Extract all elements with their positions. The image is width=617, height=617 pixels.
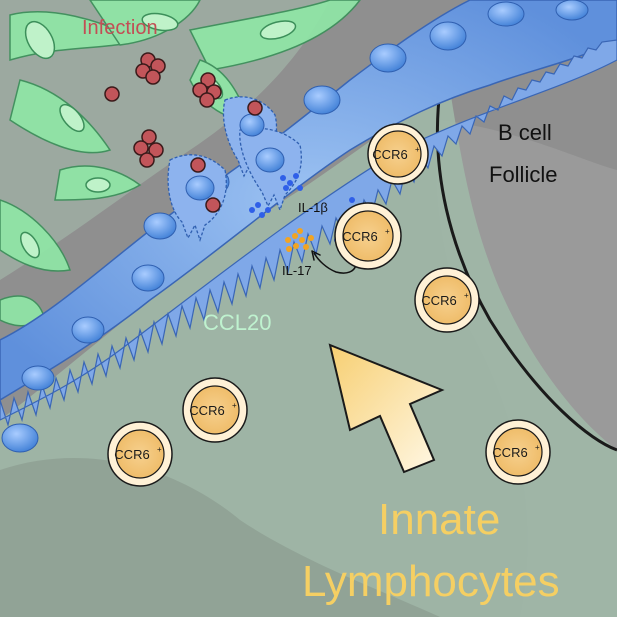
lymphocyte-5: CCR6 + (107, 421, 173, 487)
lymphocyte-3: CCR6 + (414, 267, 480, 333)
ccr6-label: CCR6 (492, 445, 527, 460)
b-cell-follicle-label-line2: Follicle (489, 162, 557, 187)
il17-label: IL-17 (282, 263, 312, 278)
il17-molecules (285, 228, 314, 252)
ccr6-label: CCR6 (189, 403, 224, 418)
svg-text:+: + (415, 145, 420, 154)
ccr6-label: CCR6 (114, 447, 149, 462)
lymphocyte-2: CCR6 + (334, 202, 402, 270)
ccr6-sup: + (415, 145, 420, 154)
ccl20-label: CCL20 (203, 310, 271, 335)
fibroblast-layer (0, 0, 361, 327)
infected-cell-nuclei (185, 113, 285, 201)
ccr6-sup: + (232, 401, 237, 410)
ccr6-sup: + (157, 445, 162, 454)
infection-label: Infection (82, 17, 158, 39)
lumen-region (0, 0, 330, 280)
lymphocyte-4: CCR6 + (182, 377, 248, 443)
epithelium-villi (0, 39, 617, 428)
lamina-shade (0, 458, 440, 617)
svg-text:CCR6: CCR6 (492, 445, 527, 460)
svg-text:CCR6: CCR6 (372, 147, 407, 162)
innate-label-line1: Innate (378, 495, 500, 544)
bacteria (104, 52, 263, 213)
svg-text:CCR6: CCR6 (189, 403, 224, 418)
ccr6-sup: + (535, 443, 540, 452)
il1b-label: IL-1β (298, 200, 328, 215)
ccr6-label: CCR6 (372, 147, 407, 162)
b-cell-follicle-boundary (435, 89, 617, 452)
epithelial-nuclei (1, 0, 589, 453)
svg-text:+: + (385, 227, 390, 236)
svg-text:CCR6: CCR6 (114, 447, 149, 462)
lymphocyte-1: CCR6 + (367, 123, 429, 185)
ccr6-label: CCR6 (342, 229, 377, 244)
migration-arrow-icon (328, 343, 445, 474)
ccr6-label: CCR6 (421, 293, 456, 308)
svg-text:+: + (157, 445, 162, 454)
svg-text:CCR6: CCR6 (342, 229, 377, 244)
ccr6-sup: + (464, 291, 469, 300)
svg-text:+: + (464, 291, 469, 300)
b-cell-follicle-label-line1: B cell (498, 120, 552, 145)
svg-text:+: + (232, 401, 237, 410)
svg-text:+: + (535, 443, 540, 452)
lymphocyte-6: CCR6 + (485, 419, 551, 485)
innate-label-line2: Lymphocytes (302, 557, 560, 606)
svg-text:CCR6: CCR6 (421, 293, 456, 308)
ccr6-sup: + (385, 227, 390, 236)
